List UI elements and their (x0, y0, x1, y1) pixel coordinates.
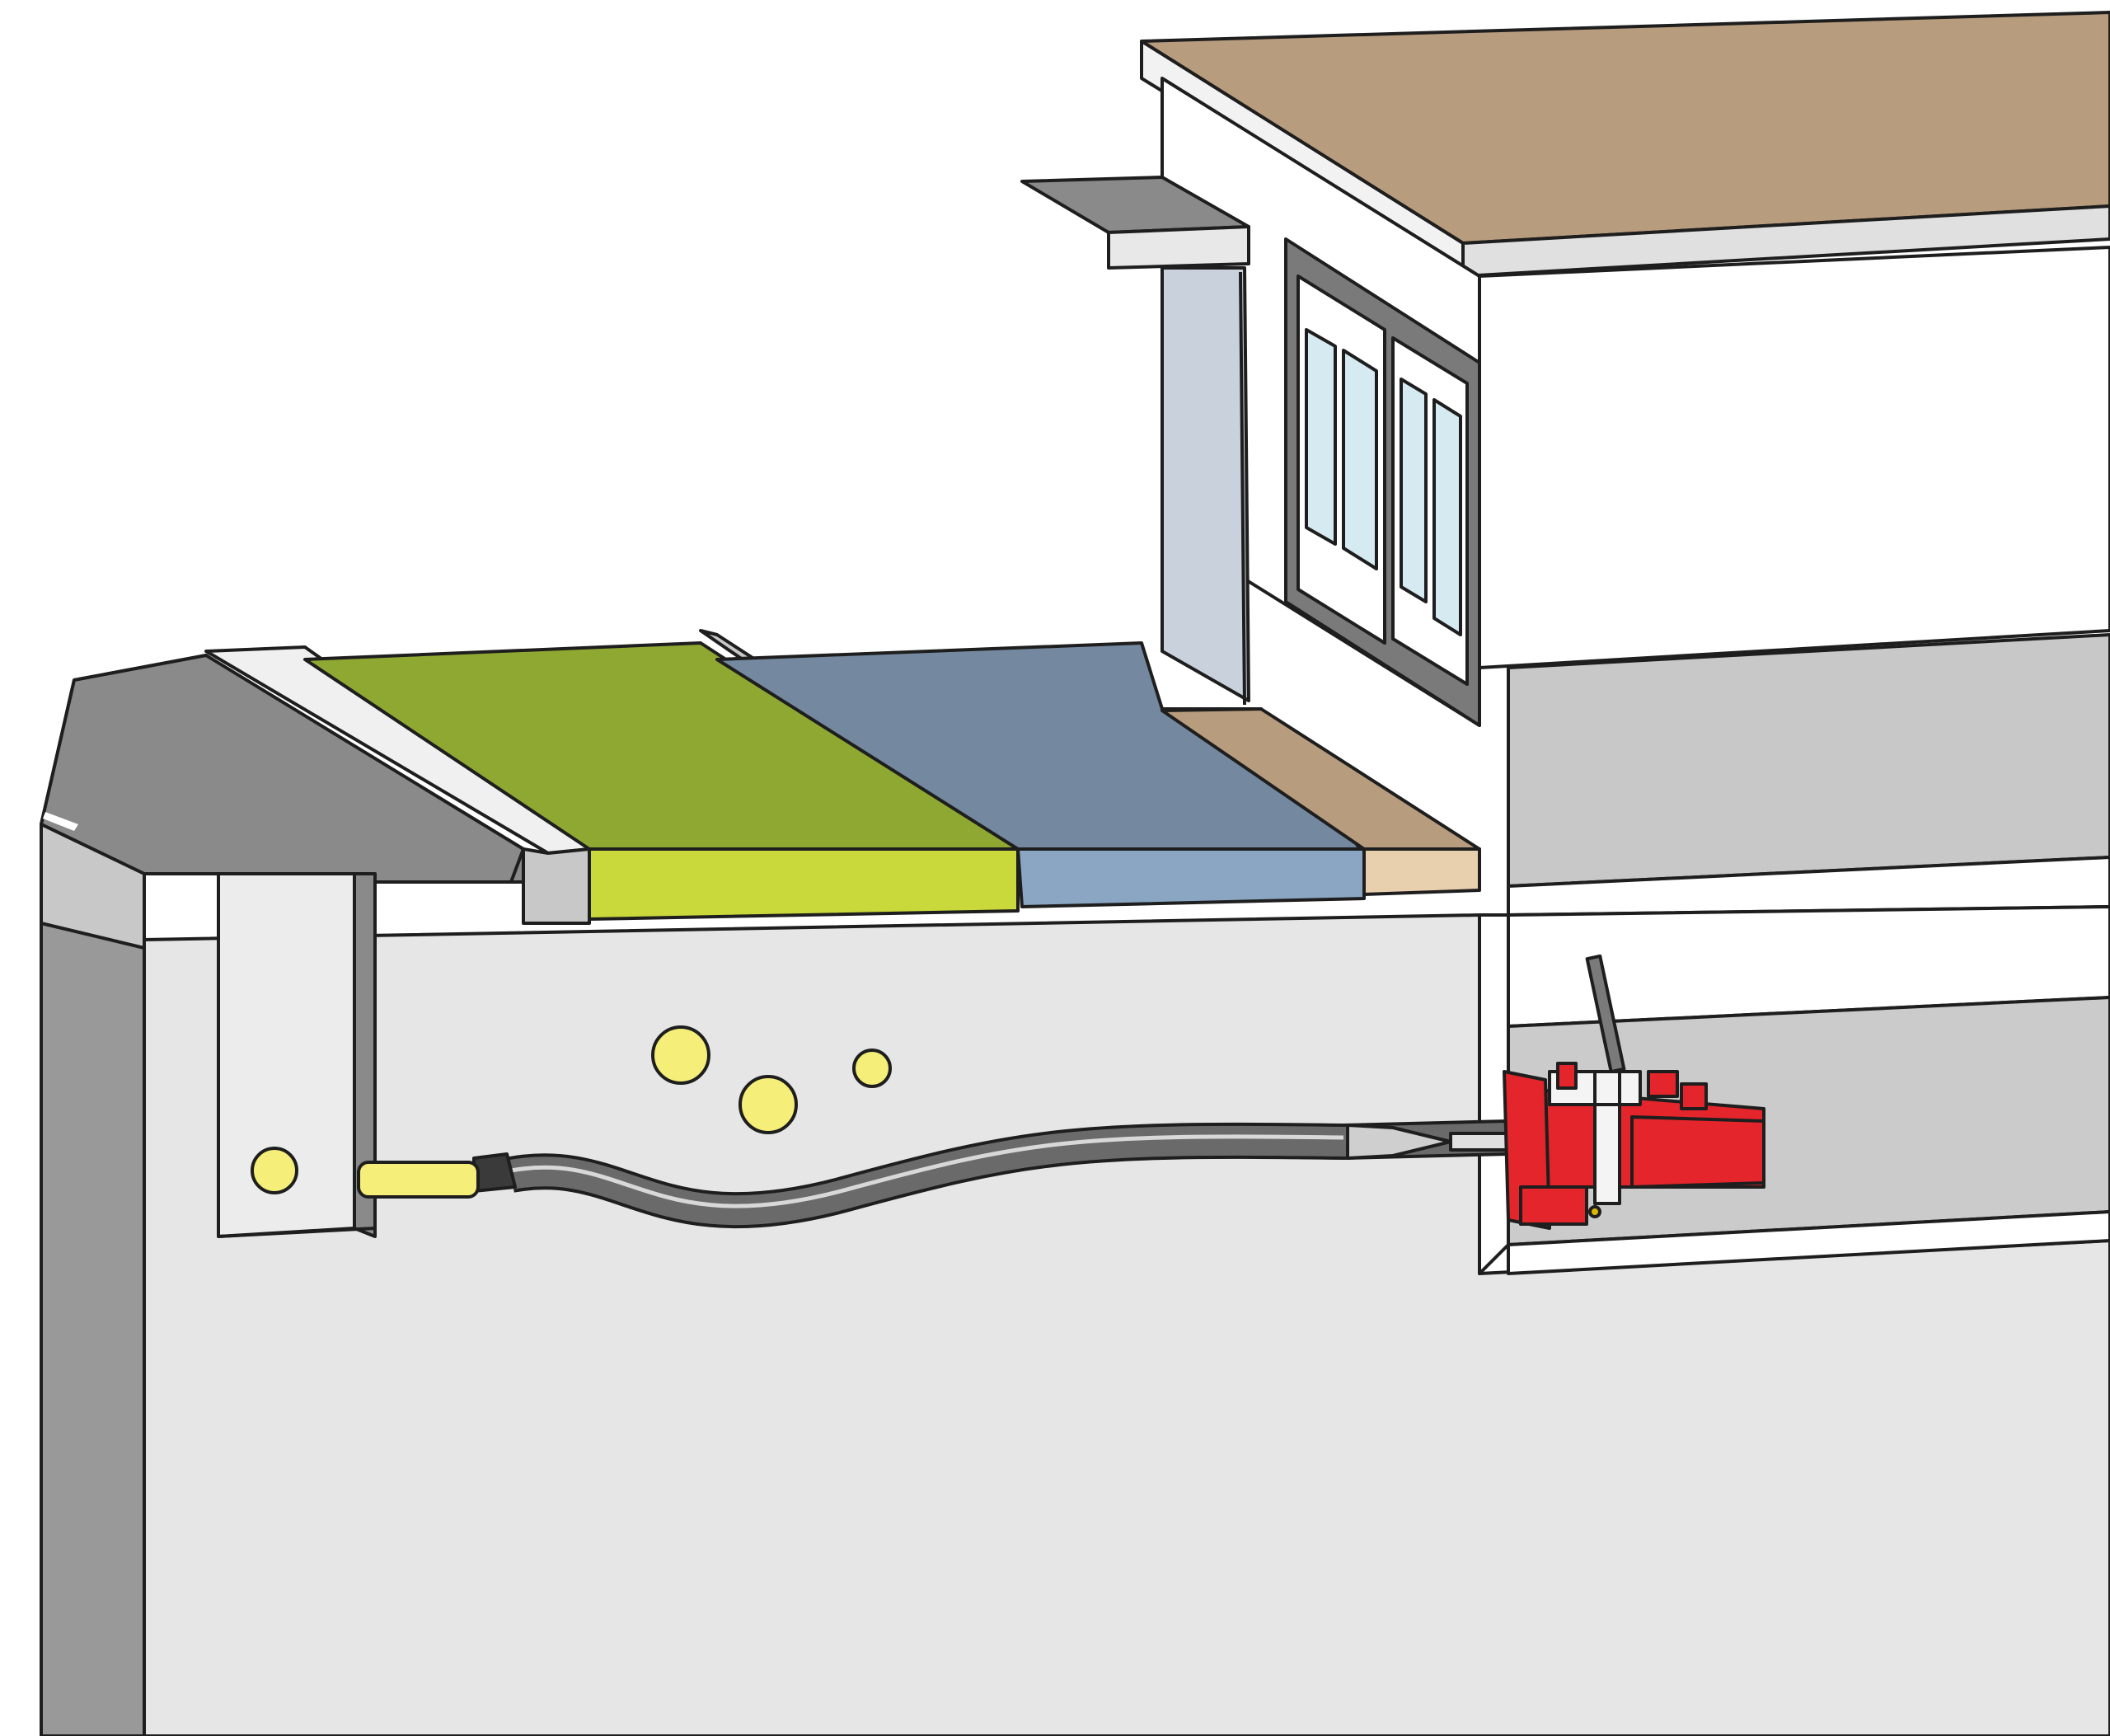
new-pipe-yellow (357, 1161, 480, 1199)
existing-pipe-2 (738, 1075, 798, 1134)
sidewalk-front (1016, 847, 1366, 908)
existing-pipes (651, 1025, 892, 1134)
hose-highlight (510, 1134, 1344, 1208)
brown-strip-front (1362, 847, 1481, 896)
road-side-edge (40, 823, 146, 950)
new-pipe-hose (357, 1119, 1526, 1229)
green-strip-front (588, 847, 1020, 921)
curb-face (522, 847, 591, 925)
bursting-head (1346, 1124, 1452, 1160)
window-pane-1 (1305, 328, 1337, 546)
existing-pipe-1 (651, 1025, 710, 1085)
machine-valve-3 (1680, 1082, 1708, 1110)
window-pane-2 (1342, 349, 1378, 570)
window (1284, 237, 1481, 727)
machine-bolt (1588, 1205, 1601, 1218)
balcony-slab-front (1107, 225, 1250, 270)
existing-pipe-3 (852, 1049, 892, 1088)
shaft-inner-side (353, 872, 377, 1238)
road-marking-1 (43, 812, 78, 831)
machine-foot (1519, 1185, 1588, 1226)
shaft-bottom-edge (218, 1227, 376, 1238)
machine-clamp (1593, 1070, 1621, 1205)
upper-wall-side (1478, 246, 2110, 669)
soil-side (40, 823, 146, 1736)
pipe-adapter (472, 1152, 517, 1193)
pipe-bursting-machine (1503, 954, 1765, 1230)
window-pane-3 (1400, 378, 1428, 603)
shaft-pipe-end (251, 1147, 298, 1194)
floor-slab (1507, 856, 2110, 917)
hose-body (508, 1123, 1509, 1226)
basement-slab (1507, 1210, 2110, 1275)
balcony (1020, 176, 1250, 706)
upper-wall-side-lower (1507, 633, 2110, 888)
machine-valve-2 (1647, 1070, 1679, 1098)
balcony-door-frame (1239, 271, 1246, 706)
balcony-door (1160, 266, 1250, 702)
utility-pits (217, 872, 377, 1238)
machine-cylinder (1630, 1115, 1765, 1189)
machine-valve-1 (1556, 1062, 1578, 1090)
window-pane-4 (1432, 398, 1462, 636)
